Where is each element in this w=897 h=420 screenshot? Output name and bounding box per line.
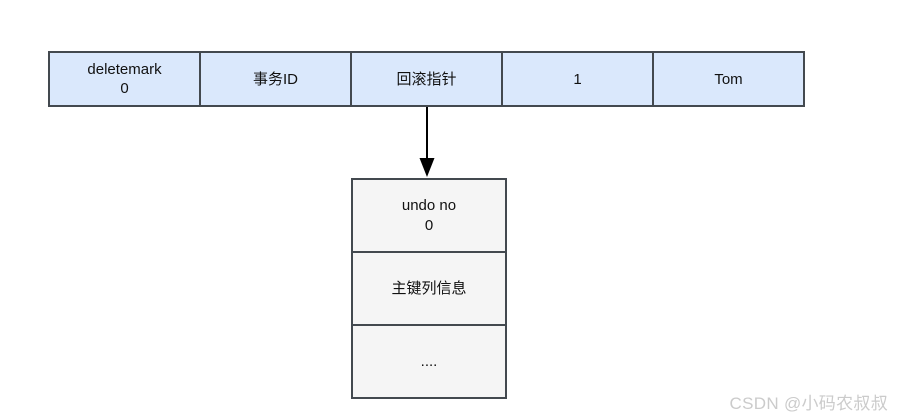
record-cell-id-value: 1 [501,53,652,105]
undo-cell-ellipsis: .... [353,324,505,397]
record-cell-transaction-id: 事务ID [199,53,350,105]
record-cell-deletemark: deletemark 0 [50,53,199,105]
record-cell-name-value: Tom [652,53,803,105]
undo-log-table: undo no 0 主键列信息 .... [351,178,507,399]
undo-cell-label: undo no [401,196,457,214]
record-cell-label: 事务ID [252,70,298,88]
watermark: CSDN @小码农叔叔 [729,394,888,413]
record-cell-value: 0 [120,80,129,97]
undo-cell-label: .... [420,352,438,370]
record-cell-label: Tom [714,70,743,88]
rollback-pointer-arrow-icon [419,107,435,177]
record-cell-label: 1 [573,70,582,88]
record-cell-label: 回滚指针 [396,70,457,88]
undo-cell-value: 0 [424,216,434,234]
undo-cell-primary-key-info: 主键列信息 [353,251,505,324]
undo-cell-undo-no: undo no 0 [353,180,505,251]
record-cell-rollback-pointer: 回滚指针 [350,53,501,105]
record-row: deletemark 0 事务ID 回滚指针 1 Tom [48,51,805,107]
undo-cell-label: 主键列信息 [391,279,467,297]
record-cell-label: deletemark [87,61,162,78]
